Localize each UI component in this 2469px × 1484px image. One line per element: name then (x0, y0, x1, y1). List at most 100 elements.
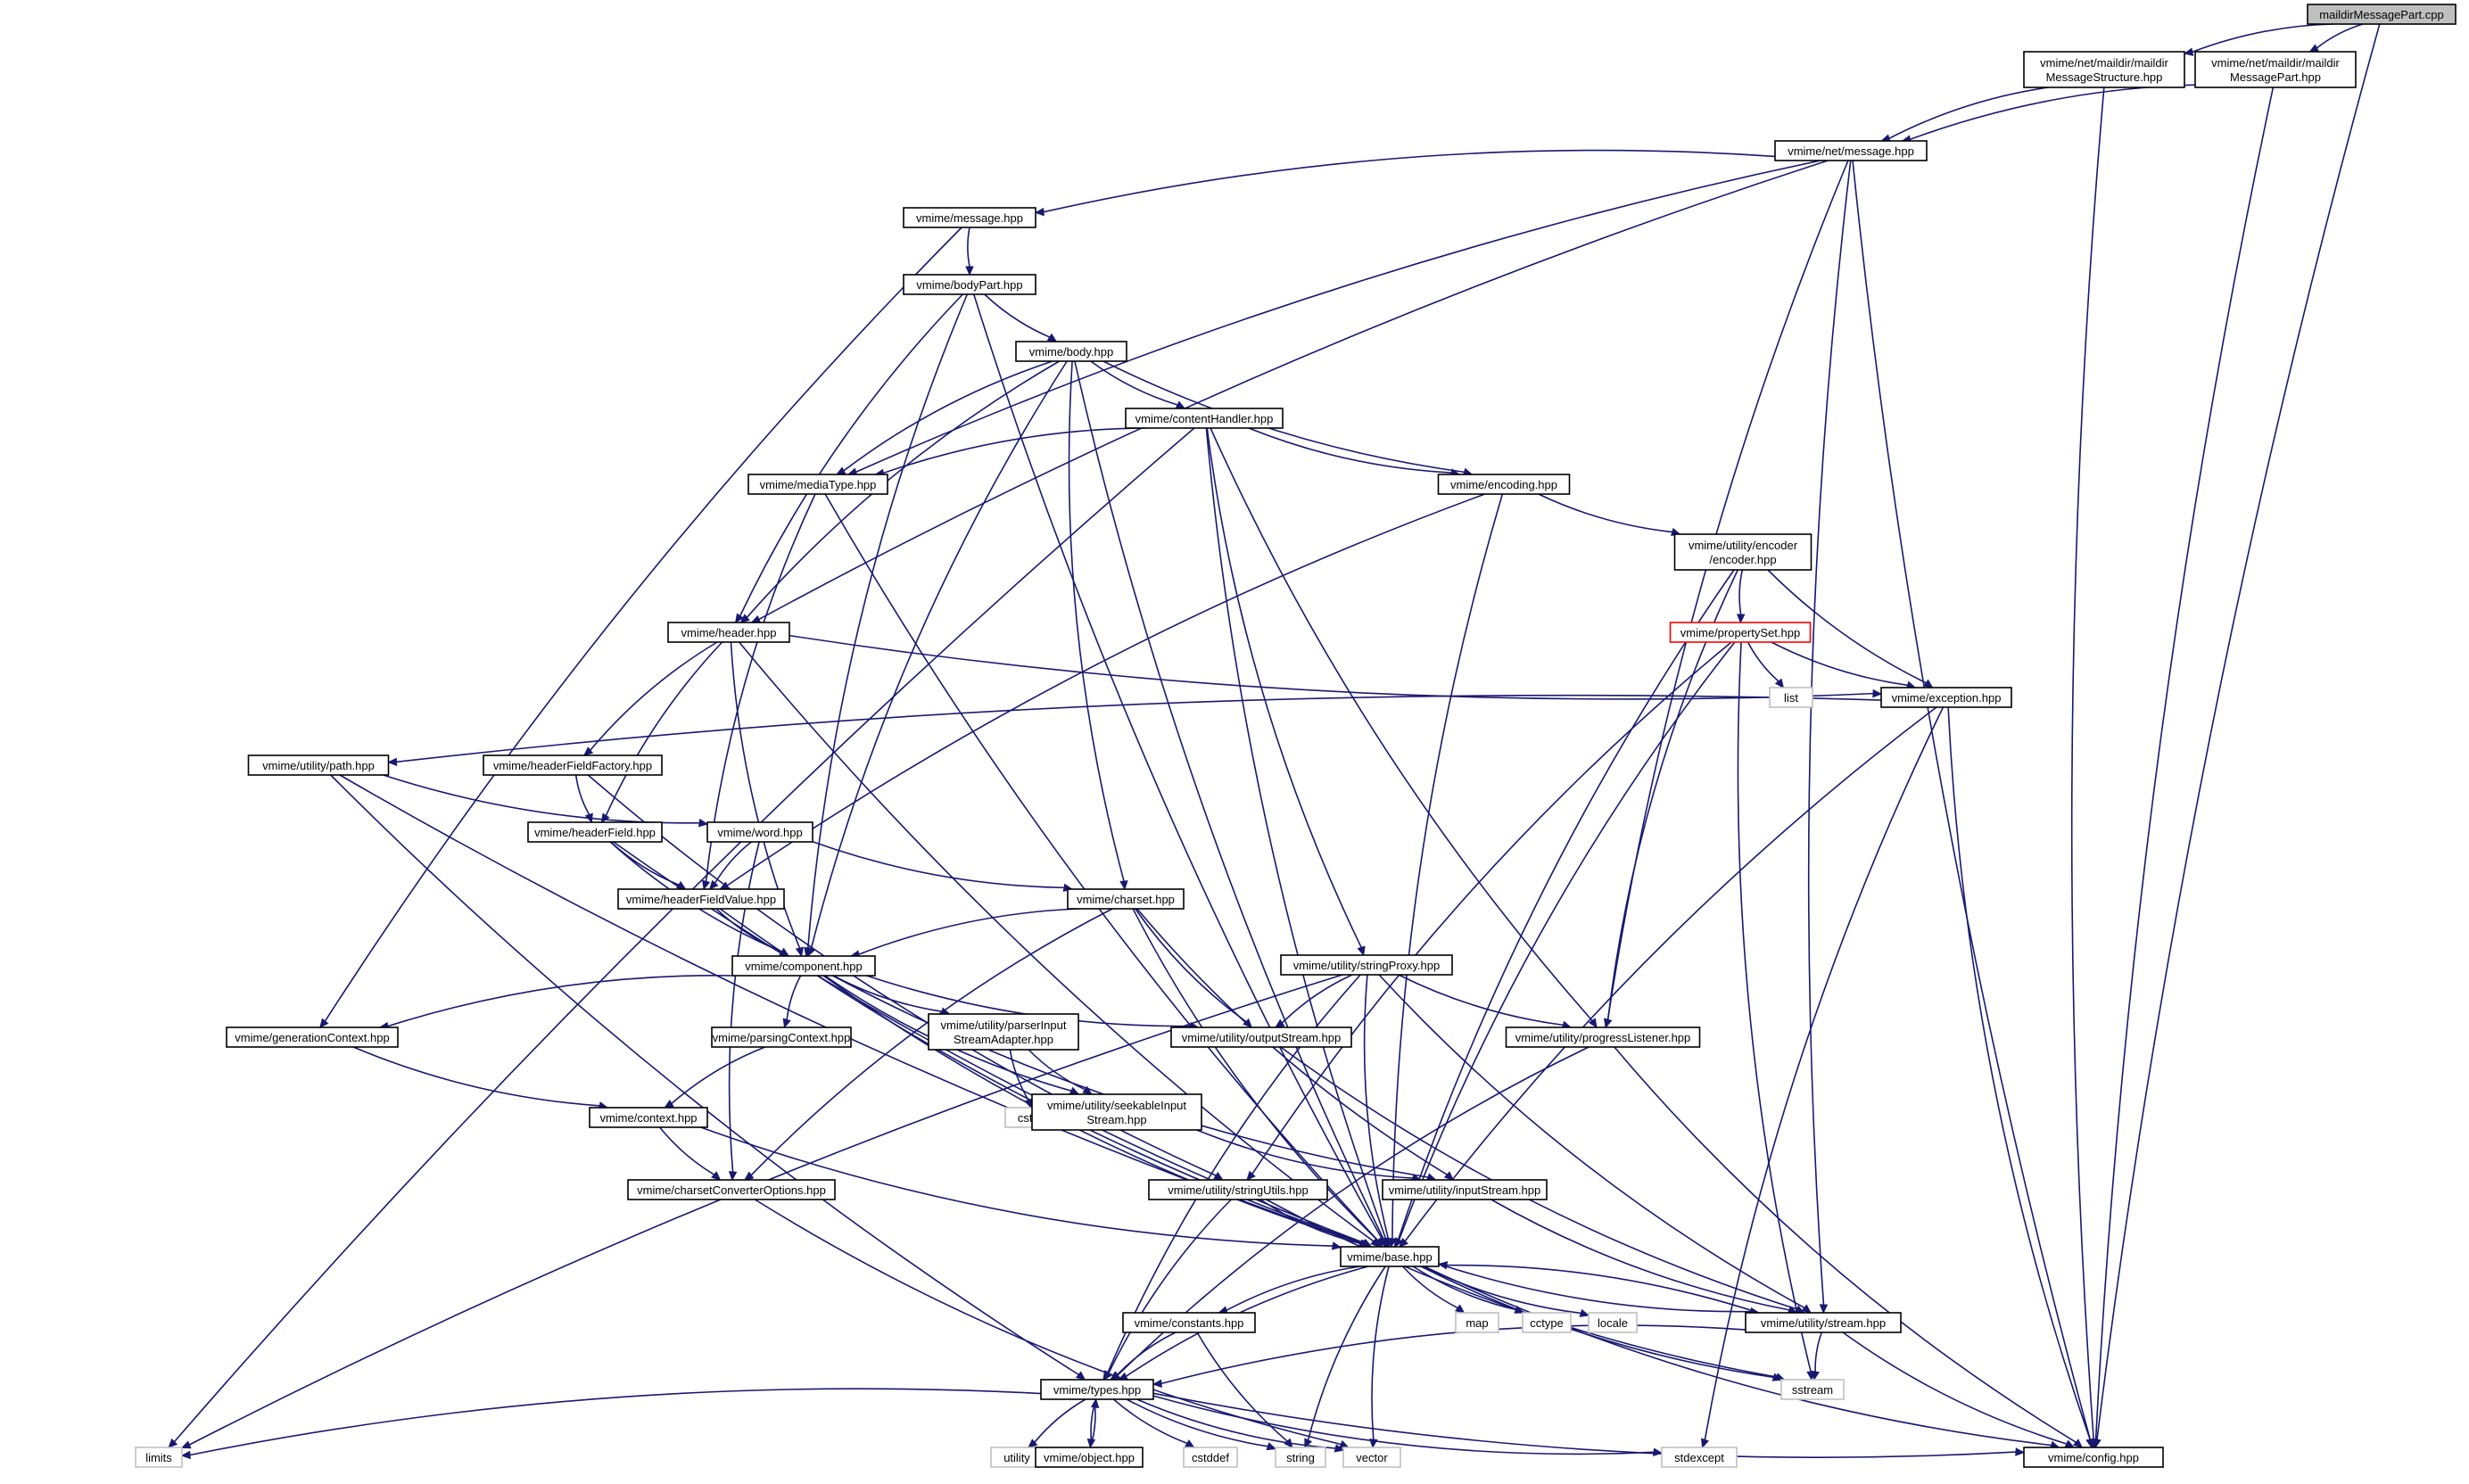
node-box (747, 474, 888, 495)
edge-base-locale (1422, 1266, 1590, 1317)
edge-context-cco (659, 1126, 722, 1181)
node-label: list (1784, 691, 1798, 705)
edge-word-cco (728, 841, 760, 1182)
node-msgstruct[interactable]: vmime/net/maildir/maildirMessageStructur… (2023, 51, 2185, 88)
node-box (1342, 1447, 1401, 1468)
edge-charset-cco (743, 908, 1113, 1181)
edge-stringproxy-outputstream (1275, 974, 1353, 1028)
node-outputstream[interactable]: vmime/utility/outputStream.hpp (1170, 1026, 1352, 1048)
node-label: vmime/config.hpp (2048, 1451, 2139, 1464)
node-label: vmime/headerFieldValue.hpp (626, 893, 776, 906)
node-message[interactable]: vmime/message.hpp (903, 207, 1036, 228)
node-box (706, 821, 813, 843)
node-box (627, 1179, 836, 1200)
edge-constants-string (1196, 1331, 1293, 1448)
node-header[interactable]: vmime/header.hpp (667, 622, 790, 643)
node-box (1774, 140, 1928, 161)
edge-encoder-exception (1767, 569, 1934, 688)
node-hff[interactable]: vmime/headerFieldFactory.hpp (483, 754, 663, 776)
node-word[interactable]: vmime/word.hpp (706, 821, 813, 843)
edge-netmsg-stream (1807, 160, 1852, 1315)
node-root[interactable]: maildirMessagePart.cpp (2307, 4, 2457, 25)
node-map[interactable]: map (1455, 1312, 1499, 1333)
node-base[interactable]: vmime/base.hpp (1340, 1246, 1440, 1267)
edge-constants-types (1110, 1331, 1177, 1381)
node-label: limits (145, 1451, 172, 1464)
node-cctype[interactable]: cctype (1522, 1312, 1572, 1333)
node-object[interactable]: vmime/object.hpp (1035, 1447, 1144, 1468)
edge-cco-vector (754, 1199, 1350, 1448)
edge-header-exception (789, 634, 1883, 700)
node-label: MessagePart.hpp (2230, 70, 2321, 84)
node-body[interactable]: vmime/body.hpp (1015, 341, 1127, 362)
node-box (2307, 4, 2457, 25)
node-context[interactable]: vmime/context.hpp (589, 1107, 708, 1128)
node-string[interactable]: string (1275, 1447, 1326, 1468)
edge-bodypart-component (804, 293, 969, 958)
node-path[interactable]: vmime/utility/path.hpp (247, 754, 390, 776)
node-propertyset[interactable]: vmime/propertySet.hpp (1669, 622, 1812, 643)
node-box (1780, 1379, 1845, 1400)
node-box (226, 1026, 399, 1048)
edge-exception-stdexcept (1700, 706, 1945, 1449)
node-netmsg[interactable]: vmime/net/message.hpp (1774, 140, 1928, 161)
node-box (2194, 51, 2357, 88)
node-list[interactable]: list (1769, 687, 1813, 708)
node-bodypart[interactable]: vmime/bodyPart.hpp (903, 274, 1036, 295)
edge-bodypart-body (984, 293, 1058, 342)
node-label: utility (1003, 1451, 1030, 1464)
node-utility[interactable]: utility (990, 1447, 1044, 1468)
node-stdexcept[interactable]: stdexcept (1661, 1447, 1738, 1468)
node-box (2023, 1447, 2164, 1468)
node-limits[interactable]: limits (135, 1447, 183, 1468)
node-label: vmime/charset.hpp (1077, 893, 1175, 906)
node-pisa[interactable]: vmime/utility/parserInputStreamAdapter.h… (928, 1013, 1079, 1051)
node-label: vmime/headerField.hpp (534, 826, 656, 839)
node-msgpart[interactable]: vmime/net/maildir/maildirMessagePart.hpp (2194, 51, 2357, 88)
node-sstream[interactable]: sstream (1780, 1379, 1845, 1400)
edge-types-string (1126, 1398, 1277, 1451)
node-stringutils[interactable]: vmime/utility/stringUtils.hpp (1148, 1179, 1328, 1200)
node-box (1031, 1093, 1202, 1131)
node-parsingcontext[interactable]: vmime/parsingContext.hpp (711, 1026, 852, 1048)
node-cstddef[interactable]: cstddef (1183, 1447, 1238, 1468)
node-types[interactable]: vmime/types.hpp (1040, 1379, 1154, 1400)
node-box (2023, 51, 2185, 88)
node-inputstream[interactable]: vmime/utility/inputStream.hpp (1382, 1179, 1548, 1200)
node-constants[interactable]: vmime/constants.hpp (1122, 1312, 1256, 1333)
node-contenthandler[interactable]: vmime/contentHandler.hpp (1125, 408, 1284, 429)
node-label: vmime/utility/parserInput (941, 1018, 1067, 1032)
node-locale[interactable]: locale (1588, 1312, 1638, 1333)
node-config[interactable]: vmime/config.hpp (2023, 1447, 2164, 1468)
node-progress[interactable]: vmime/utility/progressListener.hpp (1505, 1026, 1701, 1048)
node-label: vmime/exception.hpp (1892, 691, 2002, 705)
node-box (928, 1013, 1079, 1051)
node-box (589, 1107, 708, 1128)
node-encoding[interactable]: vmime/encoding.hpp (1437, 474, 1571, 495)
edge-base-stream (1438, 1263, 1760, 1316)
node-label: vmime/utility/stringUtils.hpp (1168, 1183, 1309, 1197)
node-box (1067, 888, 1185, 910)
edge-encoding-encoder (1538, 493, 1681, 536)
edge-header-component (730, 641, 805, 958)
node-hfv[interactable]: vmime/headerFieldValue.hpp (617, 888, 785, 910)
node-cco[interactable]: vmime/charsetConverterOptions.hpp (627, 1179, 836, 1200)
node-label: vmime/generationContext.hpp (235, 1031, 389, 1044)
edge-base-constants (1218, 1266, 1360, 1315)
node-mediatype[interactable]: vmime/mediaType.hpp (747, 474, 888, 495)
node-exception[interactable]: vmime/exception.hpp (1880, 687, 2012, 708)
node-gencontext[interactable]: vmime/generationContext.hpp (226, 1026, 399, 1048)
node-label: string (1286, 1451, 1315, 1464)
edge-stream-config (1842, 1331, 2076, 1448)
node-label: vmime/charsetConverterOptions.hpp (637, 1183, 826, 1197)
node-label: Stream.hpp (1086, 1113, 1146, 1126)
node-stream[interactable]: vmime/utility/stream.hpp (1745, 1312, 1902, 1333)
node-component[interactable]: vmime/component.hpp (731, 955, 876, 977)
node-charset[interactable]: vmime/charset.hpp (1067, 888, 1185, 910)
node-stringproxy[interactable]: vmime/utility/stringProxy.hpp (1280, 954, 1453, 976)
node-vector[interactable]: vector (1342, 1447, 1401, 1468)
node-box (527, 821, 663, 843)
node-encoder[interactable]: vmime/utility/encoder/encoder.hpp (1673, 533, 1813, 571)
node-headerfield[interactable]: vmime/headerField.hpp (527, 821, 663, 843)
